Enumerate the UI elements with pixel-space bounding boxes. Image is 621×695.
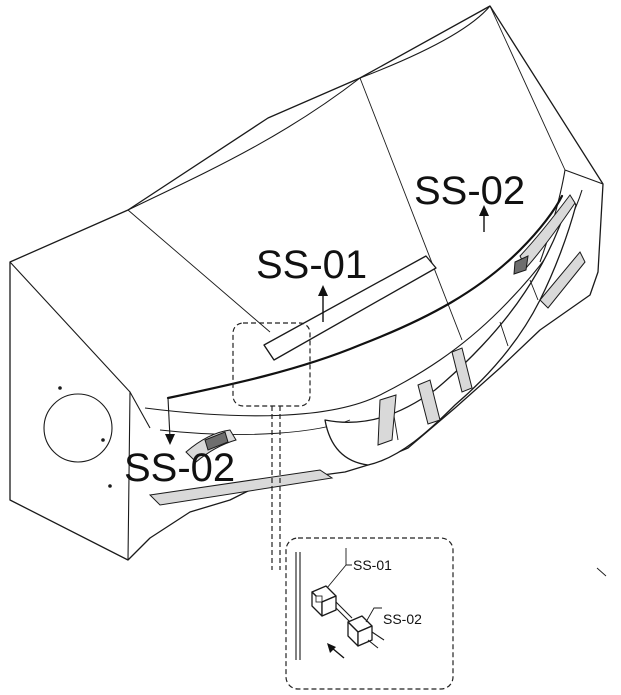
label-detail-ss01: SS-01 — [353, 557, 392, 573]
front-waveguide — [324, 194, 586, 466]
cabinet-body — [9, 5, 604, 561]
ss02-cable — [166, 194, 564, 400]
label-ss02-right: SS-02 — [414, 169, 525, 213]
label-detail-ss02: SS-02 — [383, 611, 422, 627]
zoom-detail-box — [285, 537, 454, 690]
left-fins — [148, 429, 334, 506]
ss01-bar — [263, 255, 437, 361]
stray-mark — [596, 567, 607, 577]
label-ss02-left: SS-02 — [124, 446, 235, 490]
zoom-callout — [232, 322, 454, 690]
label-ss01-main: SS-01 — [256, 243, 367, 287]
detail-connectors — [295, 548, 385, 660]
callout-arrows — [165, 205, 489, 445]
